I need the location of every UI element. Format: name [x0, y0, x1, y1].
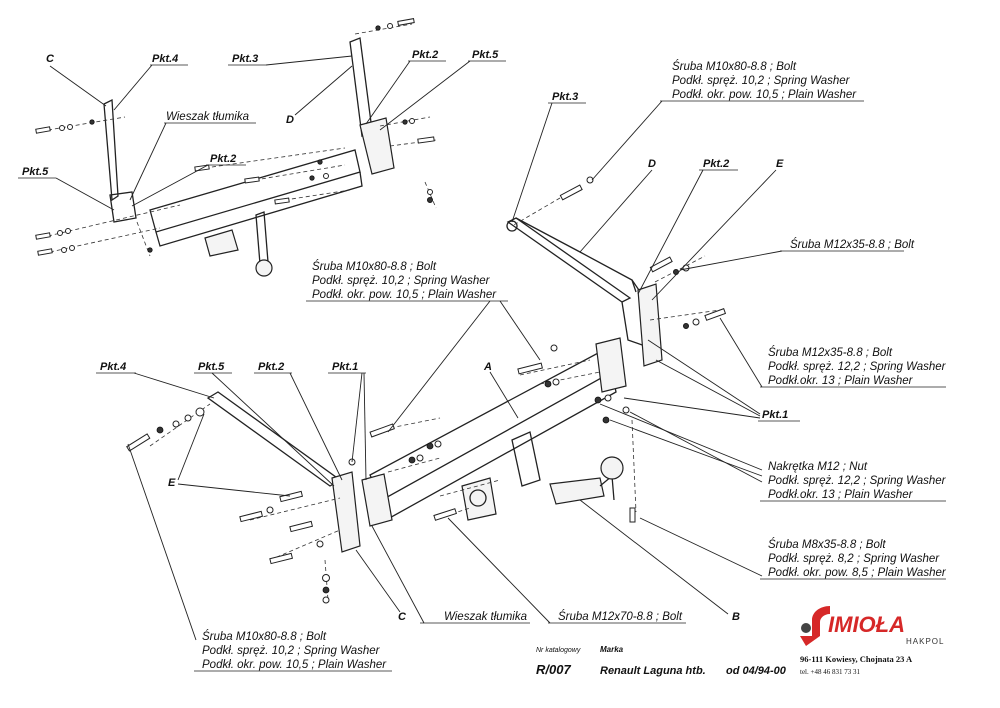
label-top-c: C: [46, 53, 55, 65]
footer: Nr katalogowy R/007 Marka Renault Laguna…: [536, 645, 787, 677]
label-l-pkt4: Pkt.4: [100, 361, 126, 373]
label-r-pkt2: Pkt.2: [703, 158, 729, 170]
label-top-pkt4: Pkt.4: [152, 53, 178, 65]
label-m-a: A: [483, 361, 492, 373]
label-r-e: E: [776, 158, 784, 170]
top-assembly: [35, 18, 437, 277]
label-b-b: B: [732, 611, 740, 623]
label-top-pkt2b: Pkt.2: [210, 153, 236, 165]
label-top-pkt5b: Pkt.5: [22, 166, 49, 178]
company-phone: tel. +48 46 831 73 31: [800, 668, 860, 676]
note-r-nut-1: Podkł. spręż. 12,2 ; Spring Washer: [768, 475, 947, 487]
note-r-group35-1: Podkł. spręż. 12,2 ; Spring Washer: [768, 361, 947, 373]
model-name: Renault Laguna htb.: [600, 665, 706, 677]
note-r-nut-2: Podkł.okr. 13 ; Plain Washer: [768, 489, 914, 501]
note-bl-2: Podkł. okr. pow. 10,5 ; Plain Washer: [202, 659, 387, 671]
brand-label: Marka: [600, 645, 624, 654]
catalog-value: R/007: [536, 662, 571, 677]
top-labels: C Pkt.4 Pkt.3 Pkt.2 Pkt.5 D Wieszak tłum…: [18, 49, 506, 211]
catalog-label: Nr katalogowy: [536, 647, 581, 654]
notes-mid-left: Śruba M10x80-8.8 ; Bolt Podkł. spręż. 10…: [306, 260, 541, 433]
note-bl-0: Śruba M10x80-8.8 ; Bolt: [202, 630, 327, 643]
notes-bottom: C Wieszak tłumika Śruba M12x70-8.8 ; Bol…: [127, 443, 740, 672]
note-r-nut-0: Nakrętka M12 ; Nut: [768, 461, 868, 473]
company-sub: HAKPOL: [906, 637, 944, 646]
note-bl-1: Podkł. spręż. 10,2 ; Spring Washer: [202, 645, 381, 657]
label-b-sruba70: Śruba M12x70-8.8 ; Bolt: [558, 610, 683, 623]
note-r-bolt35: Śruba M12x35-8.8 ; Bolt: [790, 238, 915, 251]
main-assembly: [126, 176, 727, 604]
label-b-c: C: [398, 611, 407, 623]
hitch-logo-icon: [800, 606, 830, 646]
note-r-group35-2: Podkł.okr. 13 ; Plain Washer: [768, 375, 914, 387]
label-top-d: D: [286, 114, 294, 126]
note-tr-1: Podkł. spręż. 10,2 ; Spring Washer: [672, 75, 851, 87]
model-date: od 04/94-00: [726, 665, 787, 677]
notes-top-right: Śruba M10x80-8.8 ; Bolt Podkł. spręż. 10…: [591, 60, 864, 181]
note-tr-2: Podkł. okr. pow. 10,5 ; Plain Washer: [672, 89, 857, 101]
notes-right: Śruba M12x35-8.8 ; Bolt Śruba M12x35-8.8…: [599, 238, 947, 580]
label-l-pkt2: Pkt.2: [258, 361, 284, 373]
note-ml-1: Podkł. spręż. 10,2 ; Spring Washer: [312, 275, 491, 287]
label-b-wieszak: Wieszak tłumika: [444, 611, 527, 623]
label-top-wieszak: Wieszak tłumika: [166, 111, 249, 123]
company-name: IMIOŁA: [828, 612, 905, 637]
label-r-pkt3: Pkt.3: [552, 91, 578, 103]
label-top-pkt2a: Pkt.2: [412, 49, 438, 61]
label-r-d: D: [648, 158, 656, 170]
company-logo: IMIOŁA HAKPOL 96-111 Kowiesy, Chojnata 2…: [800, 606, 944, 676]
note-ml-0: Śruba M10x80-8.8 ; Bolt: [312, 260, 437, 273]
note-r-m8-2: Podkł. okr. pow. 8,5 ; Plain Washer: [768, 567, 947, 579]
company-address: 96-111 Kowiesy, Chojnata 23 A: [800, 654, 913, 664]
label-l-pkt1: Pkt.1: [332, 361, 358, 373]
note-tr-0: Śruba M10x80-8.8 ; Bolt: [672, 60, 797, 73]
label-l-pkt5: Pkt.5: [198, 361, 225, 373]
label-top-pkt3: Pkt.3: [232, 53, 258, 65]
label-top-pkt5a: Pkt.5: [472, 49, 499, 61]
note-r-m8-1: Podkł. spręż. 8,2 ; Spring Washer: [768, 553, 940, 565]
note-ml-2: Podkł. okr. pow. 10,5 ; Plain Washer: [312, 289, 497, 301]
label-r-pkt1: Pkt.1: [762, 409, 788, 421]
note-r-group35-0: Śruba M12x35-8.8 ; Bolt: [768, 346, 893, 359]
main-labels: Pkt.3 D Pkt.2 E Pkt.1 A Pkt.4 Pkt.5 Pkt.…: [96, 91, 800, 497]
note-r-m8-0: Śruba M8x35-8.8 ; Bolt: [768, 538, 886, 551]
label-l-e: E: [168, 477, 176, 489]
